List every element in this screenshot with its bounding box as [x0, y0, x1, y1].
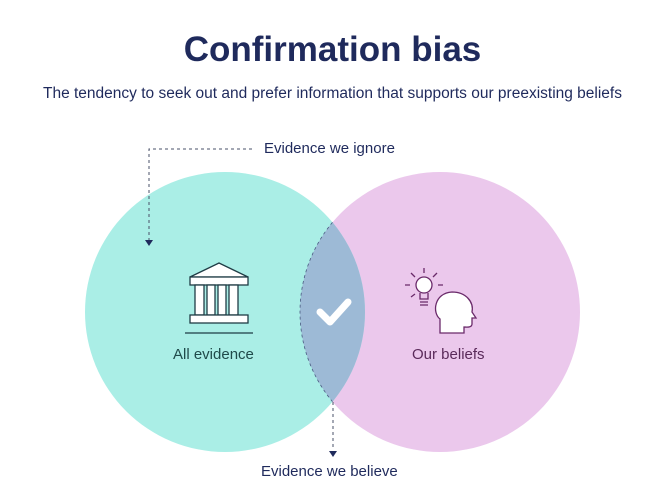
ignore-arrow: [148, 148, 252, 240]
overlap-region: [299, 172, 365, 452]
our-beliefs-label: Our beliefs: [412, 346, 485, 363]
all-evidence-label: All evidence: [173, 346, 254, 363]
lightbulb-head-icon: [405, 268, 478, 334]
evidence-we-believe-label: Evidence we believe: [261, 463, 398, 480]
check-icon: [316, 298, 352, 326]
bank-icon: [185, 262, 253, 334]
evidence-we-ignore-label: Evidence we ignore: [264, 140, 395, 157]
page-title: Confirmation bias: [183, 30, 482, 69]
subtitle: The tendency to seek out and prefer info…: [42, 85, 622, 102]
